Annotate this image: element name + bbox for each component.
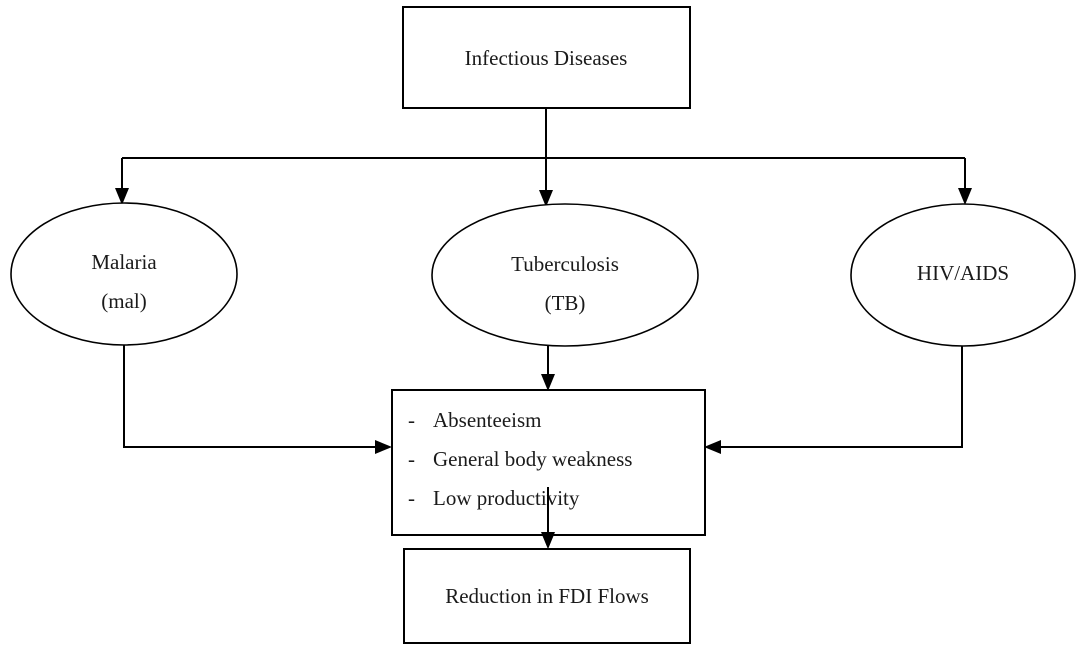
malaria-label-line1: Malaria (91, 250, 157, 274)
reduction-fdi-box[interactable] (403, 548, 691, 644)
hiv-aids-label-line1: HIV/AIDS (917, 261, 1009, 285)
infectious-diseases-label: Infectious Diseases (465, 46, 628, 70)
edge-root-to-malaria (115, 158, 129, 205)
tuberculosis-ellipse[interactable] (431, 203, 699, 347)
effects-item-2: Low productivity (433, 486, 580, 510)
edge-root-to-tuberculosis (539, 158, 553, 207)
reduction-fdi-label: Reduction in FDI Flows (445, 584, 649, 608)
node-reduction-fdi[interactable]: Reduction in FDI Flows (403, 548, 691, 644)
effects-item-1: General body weakness (433, 447, 632, 471)
tuberculosis-label-line2: (TB) (545, 291, 586, 315)
effects-bullet-0: - (408, 408, 415, 432)
hiv-aids-ellipse[interactable] (850, 203, 1076, 347)
edge-malaria-to-effects (123, 344, 392, 454)
effects-bullet-1: - (408, 447, 415, 471)
node-malaria[interactable]: Malaria (mal) (10, 202, 238, 346)
malaria-label-line2: (mal) (101, 289, 146, 313)
edge-root-to-hivaids (958, 158, 972, 205)
edge-tuberculosis-to-effects (541, 344, 555, 391)
edge-hivaids-to-effects (704, 344, 963, 454)
node-tuberculosis[interactable]: Tuberculosis (TB) (431, 203, 699, 347)
effects-item-0: Absenteeism (433, 408, 541, 432)
effects-bullet-2: - (408, 486, 415, 510)
infectious-diseases-box[interactable] (402, 6, 691, 109)
edge-effects-to-outcome-overlap (541, 487, 555, 549)
malaria-ellipse[interactable] (10, 202, 238, 346)
tuberculosis-label-line1: Tuberculosis (511, 252, 619, 276)
edge-root-to-bar (122, 108, 965, 159)
node-infectious-diseases[interactable]: Infectious Diseases (402, 6, 691, 109)
node-hiv-aids[interactable]: HIV/AIDS (850, 203, 1076, 347)
